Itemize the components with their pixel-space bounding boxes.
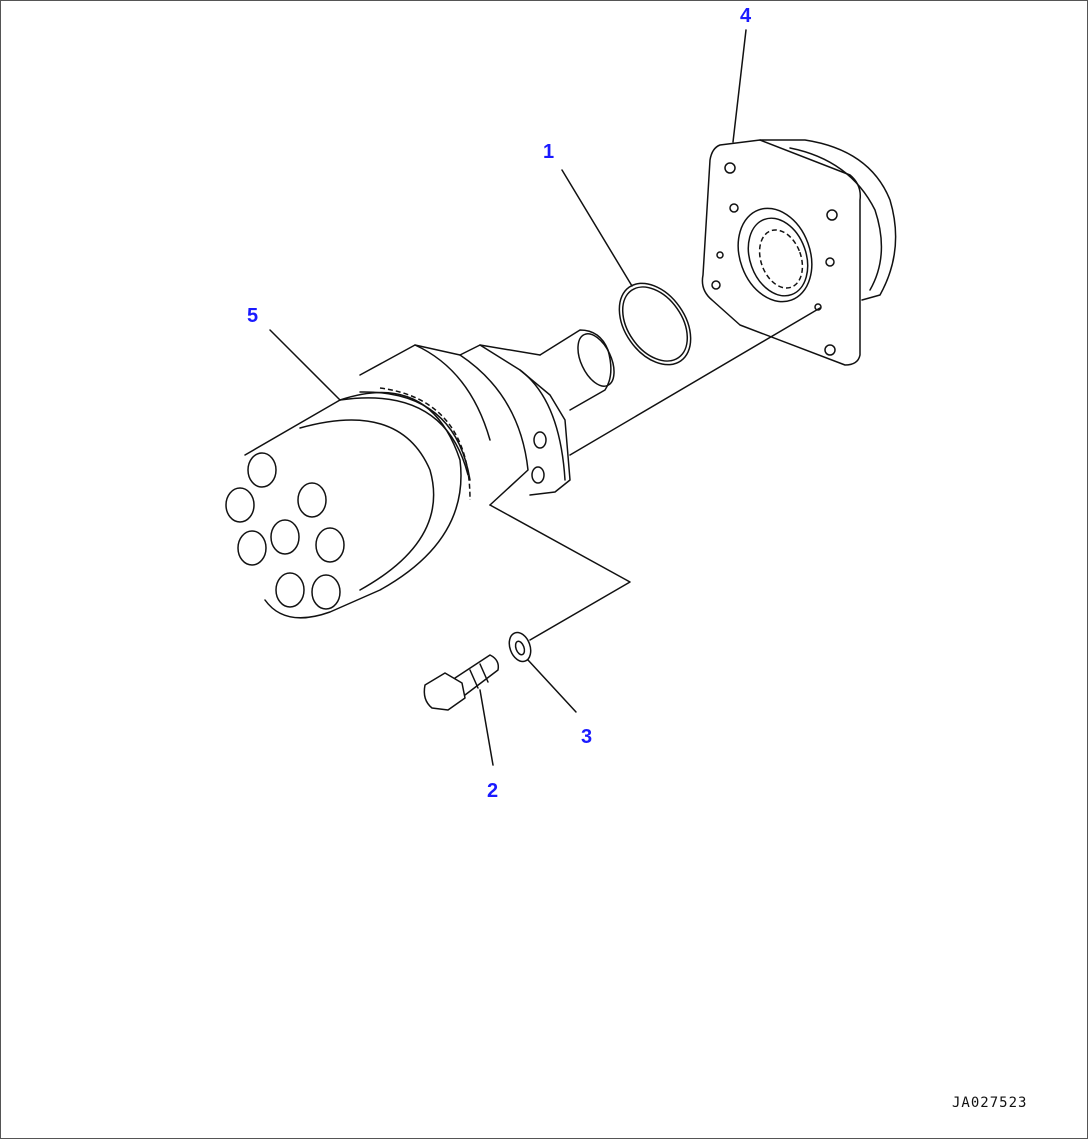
part-3-washer — [508, 631, 532, 663]
callout-2: 2 — [487, 780, 498, 802]
callout-5: 5 — [247, 305, 258, 327]
leader-lines — [269, 29, 747, 766]
callout-4: 4 — [740, 5, 752, 27]
assembly-lines — [489, 307, 821, 641]
part-1-o-ring — [618, 282, 692, 366]
callout-1: 1 — [543, 141, 554, 163]
drawing-code: JA027523 — [952, 1095, 1027, 1111]
part-2-bolt — [423, 654, 500, 711]
part-5-hydraulic-motor — [225, 329, 615, 619]
callout-3: 3 — [581, 726, 592, 748]
part-4-flange-housing — [701, 139, 897, 366]
